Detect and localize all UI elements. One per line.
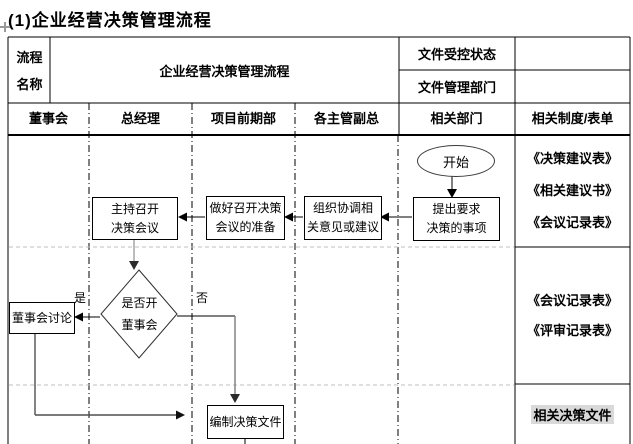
doc-decision-proposal-form: 《决策建议表》	[526, 151, 618, 166]
lane-header-deputy-gms: 各主管副总	[313, 111, 379, 126]
doc-related-proposal-book: 《相关建议书》	[526, 183, 618, 198]
board-meeting-decision-diamond: 是否开 董事会	[101, 292, 178, 336]
host-line1: 主持召开	[110, 201, 159, 216]
propose-line1: 提出要求	[432, 202, 481, 216]
decision-line1: 是否开	[121, 296, 158, 310]
start-node: 开始	[417, 145, 495, 177]
object-anchor-icon	[0, 22, 10, 32]
propose-decision-items-box: 提出要求 决策的事项	[413, 197, 500, 241]
doc-meeting-record-form-1: 《会议记录表》	[526, 215, 618, 230]
docs-cell-meeting-stage: 《会议记录表》 《评审记录表》	[516, 247, 629, 384]
doc-control-status-label: 文件受控状态	[417, 47, 496, 62]
compile-decision-doc-box: 编制决策文件	[207, 405, 284, 439]
board-discussion-box: 董事会讨论	[9, 302, 75, 334]
coordinate-line1: 组织协调相	[312, 201, 373, 215]
lane-header-project-dept: 项目前期部	[210, 111, 276, 126]
doc-management-dept-label: 文件管理部门	[417, 80, 496, 95]
host-meeting-box: 主持召开 决策会议	[92, 197, 178, 240]
prepare-line1: 做好召开决策	[209, 201, 282, 215]
lane-header-board: 董事会	[28, 111, 68, 126]
lane-header-related-docs: 相关制度/表单	[531, 111, 614, 126]
propose-line2: 决策的事项	[426, 221, 487, 235]
process-name-label-line2: 名称	[16, 77, 43, 93]
doc-management-dept-value	[516, 70, 629, 103]
process-name-value: 企业经营决策管理流程	[159, 63, 290, 79]
doc-control-status-value	[516, 37, 629, 70]
process-name-label-cell: 流程 名称	[9, 38, 50, 102]
process-name-label-line1: 流程	[16, 49, 43, 65]
docs-cell-output-stage: 相关决策文件	[516, 384, 629, 444]
lane-header-related-depts: 相关部门	[430, 111, 483, 126]
doc-review-record-form: 《评审记录表》	[526, 322, 618, 338]
compile-label: 编制决策文件	[209, 414, 282, 429]
doc-related-decision-files: 相关决策文件	[531, 404, 614, 424]
board-discussion-label: 董事会讨论	[11, 310, 72, 325]
docs-cell-proposal-stage: 《决策建议表》 《相关建议书》 《会议记录表》	[516, 135, 629, 247]
host-line2: 决策会议	[110, 220, 159, 235]
lane-header-gm: 总经理	[120, 111, 160, 126]
doc-meeting-record-form-2: 《会议记录表》	[526, 292, 618, 308]
prepare-line2: 会议的准备	[215, 220, 276, 234]
coordinate-line2: 关意见或建议	[306, 220, 379, 234]
coordinate-opinions-box: 组织协调相 关意见或建议	[304, 196, 382, 240]
page-title: (1)企业经营决策管理流程	[8, 11, 212, 30]
yes-branch-label: 是	[73, 291, 86, 305]
prepare-meeting-box: 做好召开决策 会议的准备	[206, 196, 285, 240]
decision-line2: 董事会	[121, 318, 158, 332]
no-branch-label: 否	[195, 291, 208, 305]
